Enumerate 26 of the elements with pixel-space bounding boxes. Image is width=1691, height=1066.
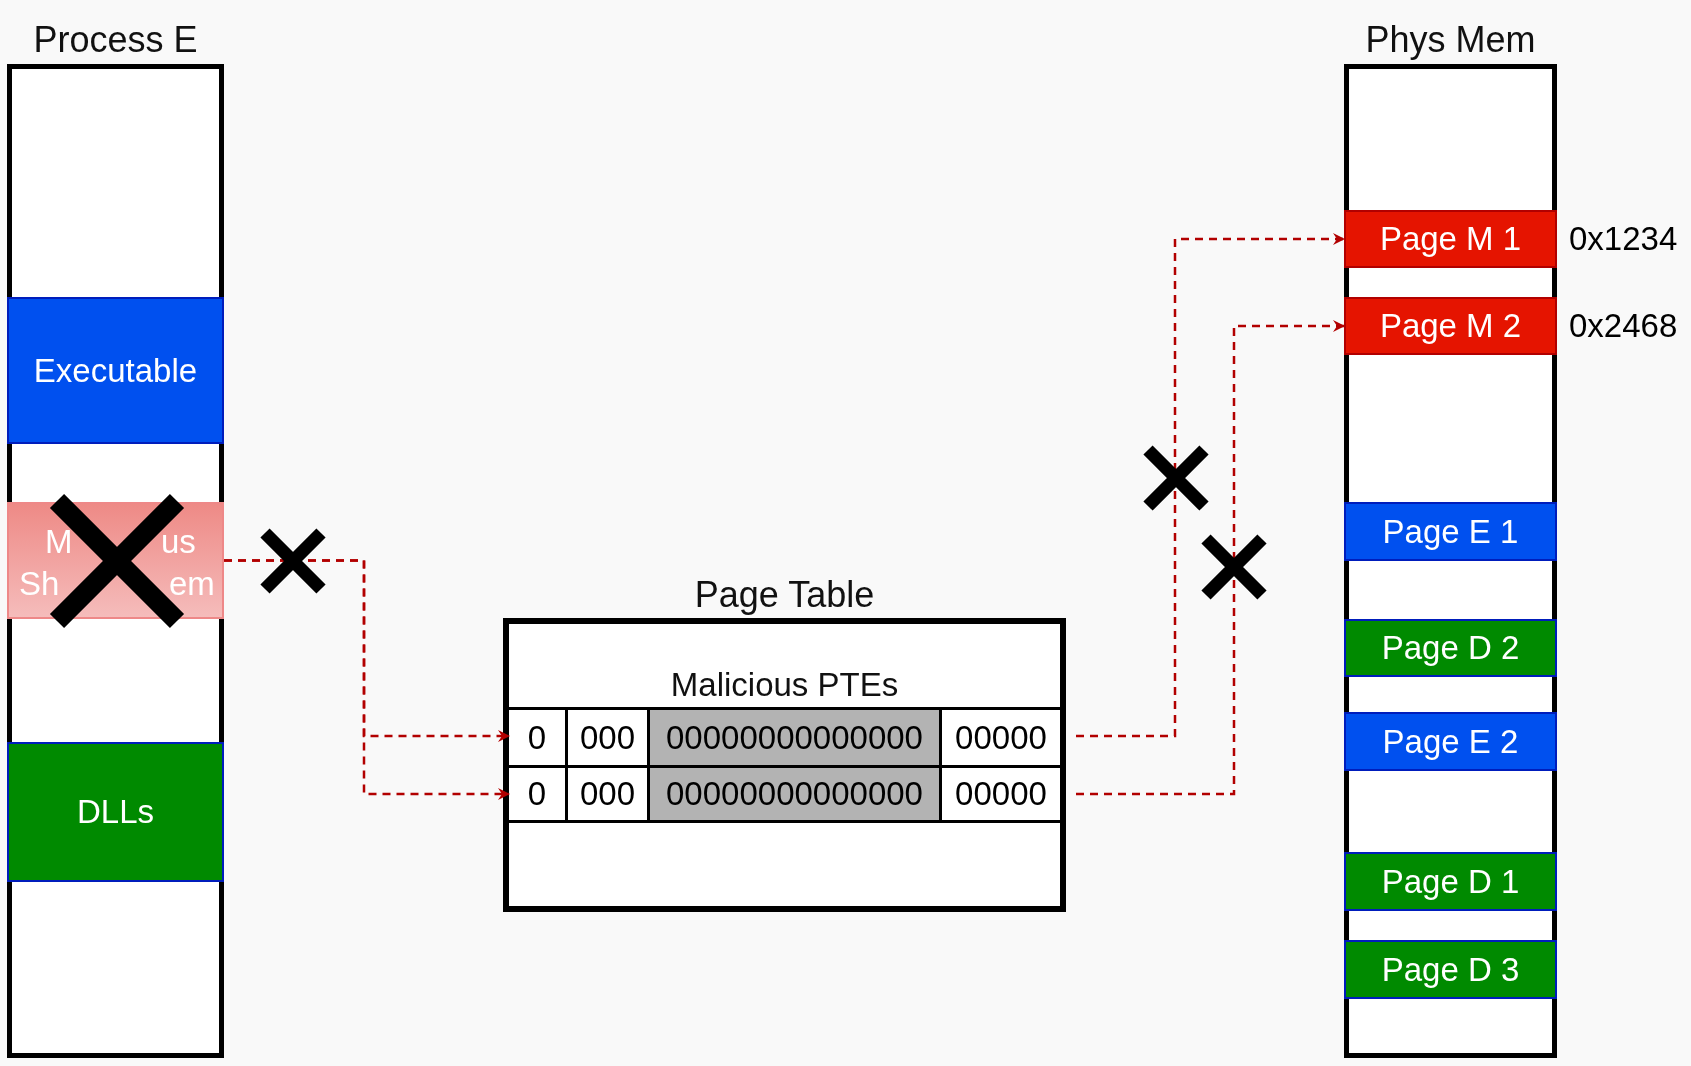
- memory-region: DLLs: [7, 742, 224, 882]
- memory-region: Page D 1: [1344, 852, 1557, 911]
- memory-region: Page D 3: [1344, 940, 1557, 999]
- address-label: 0x2468: [1569, 306, 1678, 346]
- memory-region: Page E 1: [1344, 502, 1557, 561]
- memory-region: Page E 2: [1344, 712, 1557, 771]
- column-title: Page Table: [694, 574, 875, 616]
- region-label-fragment: us: [161, 522, 196, 562]
- table-cell: 00000000000000: [650, 710, 942, 765]
- table-cell: 0: [509, 768, 568, 820]
- column-title: Process E: [33, 19, 198, 61]
- arrow: [1076, 233, 1345, 738]
- table-cell-text: 00000: [954, 717, 1048, 758]
- table-cell-text: 00000: [954, 774, 1048, 814]
- arrow: [1076, 320, 1345, 796]
- table-row: [509, 707, 1060, 765]
- arrow: [224, 559, 510, 800]
- table-row: [509, 765, 1060, 823]
- memory-region: Page D 2: [1344, 619, 1557, 677]
- address-label: 0x1234: [1569, 219, 1678, 259]
- region-label-fragment: em: [169, 564, 215, 604]
- region-label-fragment: Sh: [19, 564, 60, 604]
- column-title: Phys Mem: [1365, 19, 1536, 61]
- table-cell: 00000000000000: [650, 768, 942, 820]
- region-label-fragment: M: [45, 522, 73, 562]
- memory-region: Executable: [7, 297, 224, 444]
